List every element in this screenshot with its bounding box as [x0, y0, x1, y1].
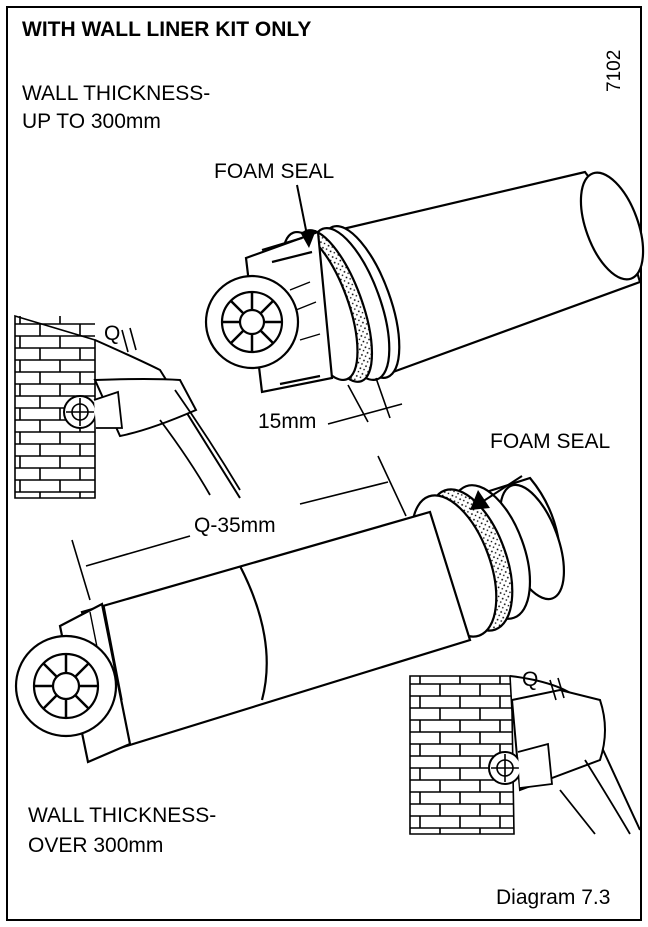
upper-wall-thickness-line1: WALL THICKNESS-: [22, 82, 211, 105]
upper-terminal: [204, 170, 645, 394]
lower-wall-thickness-line1: WALL THICKNESS-: [28, 804, 217, 827]
lower-foam-arrow: [470, 475, 523, 510]
reference-code: 7102: [604, 49, 625, 92]
diagram-heading: WITH WALL LINER KIT ONLY: [22, 18, 312, 41]
lower-wall-inset: [409, 675, 641, 835]
upper-inset-q-label: Q: [104, 322, 121, 345]
upper-foam-arrow: [296, 184, 316, 248]
lower-dimension-label: Q-35mm: [194, 514, 276, 537]
upper-dimension: [327, 377, 403, 425]
upper-dimension-label: 15mm: [258, 410, 317, 433]
upper-wall-thickness-line2: UP TO 300mm: [22, 110, 161, 133]
diagram-frame: [6, 6, 642, 921]
lower-foam-seal-label: FOAM SEAL: [490, 430, 611, 453]
upper-wall-inset: [14, 314, 241, 499]
lower-wall-thickness-line2: OVER 300mm: [28, 834, 164, 857]
lower-inset-q-label: Q: [522, 668, 539, 691]
lower-terminal: [14, 476, 566, 764]
lower-dimension: [71, 455, 407, 601]
upper-foam-seal-label: FOAM SEAL: [214, 160, 335, 183]
diagram-caption: Diagram 7.3: [496, 886, 611, 909]
